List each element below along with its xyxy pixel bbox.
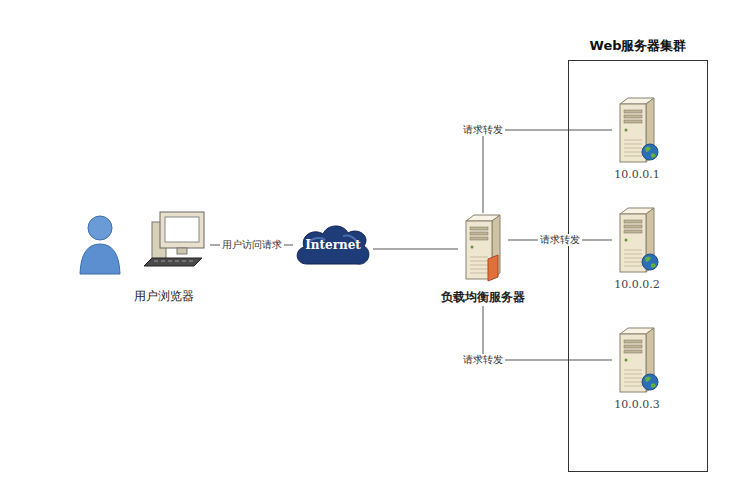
keyboard bbox=[144, 258, 202, 266]
drive-bay bbox=[470, 232, 488, 235]
drive-bay bbox=[624, 350, 642, 353]
vent-line bbox=[624, 148, 642, 149]
server-icon bbox=[612, 326, 662, 394]
vent-line bbox=[624, 378, 642, 379]
drive-bay bbox=[624, 120, 642, 123]
vent-line bbox=[470, 273, 488, 274]
cluster-title: Web服务器集群 bbox=[569, 37, 707, 55]
key-row bbox=[175, 261, 179, 262]
person-body bbox=[80, 244, 120, 274]
web-server: 10.0.0.2 bbox=[612, 206, 662, 291]
key-row bbox=[189, 261, 193, 262]
node-label: 负载均衡服务器 bbox=[441, 289, 525, 306]
node-label: 用户浏览器 bbox=[94, 288, 194, 305]
server-icon bbox=[612, 206, 662, 274]
globe-land bbox=[645, 377, 651, 383]
server-icon bbox=[458, 213, 508, 285]
edge-label: 请求转发 bbox=[461, 354, 505, 366]
vent-line bbox=[624, 254, 642, 255]
key-row bbox=[154, 261, 158, 262]
node-label: 10.0.0.2 bbox=[614, 278, 659, 291]
power-led bbox=[625, 359, 628, 362]
vent-line bbox=[470, 269, 488, 270]
vent-line bbox=[624, 140, 642, 141]
power-led bbox=[625, 239, 628, 242]
globe-icon bbox=[642, 374, 658, 390]
globe-land bbox=[645, 257, 651, 263]
drive-bay bbox=[470, 237, 488, 240]
drive-bay bbox=[624, 115, 642, 118]
server-cluster: Web服务器集群10.0.0.110.0.0.210.0.0.3 bbox=[568, 60, 708, 472]
drive-bay bbox=[624, 225, 642, 228]
globe-land bbox=[651, 263, 656, 267]
vent-line bbox=[624, 258, 642, 259]
drive-bay bbox=[470, 227, 488, 230]
cloud-label: Internet bbox=[293, 222, 373, 268]
connector-line bbox=[483, 306, 612, 360]
load-balancer-server: 负载均衡服务器 bbox=[441, 213, 525, 306]
vent-line bbox=[624, 152, 642, 153]
vent-line bbox=[624, 370, 642, 371]
key-row bbox=[161, 261, 165, 262]
connector-line bbox=[483, 130, 612, 213]
edge-label: 请求转发 bbox=[461, 124, 505, 136]
node-label: 10.0.0.1 bbox=[614, 168, 659, 181]
vent-line bbox=[470, 257, 488, 258]
monitor-screen bbox=[165, 217, 199, 242]
node-label: 10.0.0.3 bbox=[614, 398, 659, 411]
vent-line bbox=[624, 144, 642, 145]
vent-line bbox=[624, 156, 642, 157]
globe-land bbox=[651, 153, 656, 157]
person-head bbox=[88, 216, 112, 240]
vent-line bbox=[624, 374, 642, 375]
globe-land bbox=[645, 147, 651, 153]
drive-bay bbox=[624, 345, 642, 348]
internet-cloud: Internet bbox=[293, 222, 373, 268]
drive-bay bbox=[624, 230, 642, 233]
drive-bay bbox=[624, 220, 642, 223]
drive-bay bbox=[624, 110, 642, 113]
vent-line bbox=[624, 250, 642, 251]
connector-line bbox=[373, 249, 458, 250]
globe-land bbox=[651, 383, 656, 387]
web-server: 10.0.0.3 bbox=[612, 326, 662, 411]
web-server: 10.0.0.1 bbox=[612, 96, 662, 181]
power-led bbox=[625, 129, 628, 132]
globe-icon bbox=[642, 144, 658, 160]
monitor-stand bbox=[177, 248, 187, 254]
edge-label: 用户访问请求 bbox=[220, 239, 284, 251]
vent-line bbox=[624, 382, 642, 383]
drive-bay bbox=[624, 340, 642, 343]
key-row bbox=[182, 261, 186, 262]
user-browser: 用户浏览器 bbox=[78, 208, 210, 305]
power-led bbox=[471, 246, 474, 249]
user-computer-icon bbox=[78, 208, 210, 284]
balancer-tag bbox=[488, 255, 498, 281]
edge-label: 请求转发 bbox=[538, 234, 582, 246]
vent-line bbox=[470, 261, 488, 262]
vent-line bbox=[470, 265, 488, 266]
globe-icon bbox=[642, 254, 658, 270]
key-row bbox=[168, 261, 172, 262]
server-icon bbox=[612, 96, 662, 164]
vent-line bbox=[624, 262, 642, 263]
vent-line bbox=[624, 386, 642, 387]
vent-line bbox=[624, 266, 642, 267]
monitor-frame bbox=[160, 212, 204, 248]
